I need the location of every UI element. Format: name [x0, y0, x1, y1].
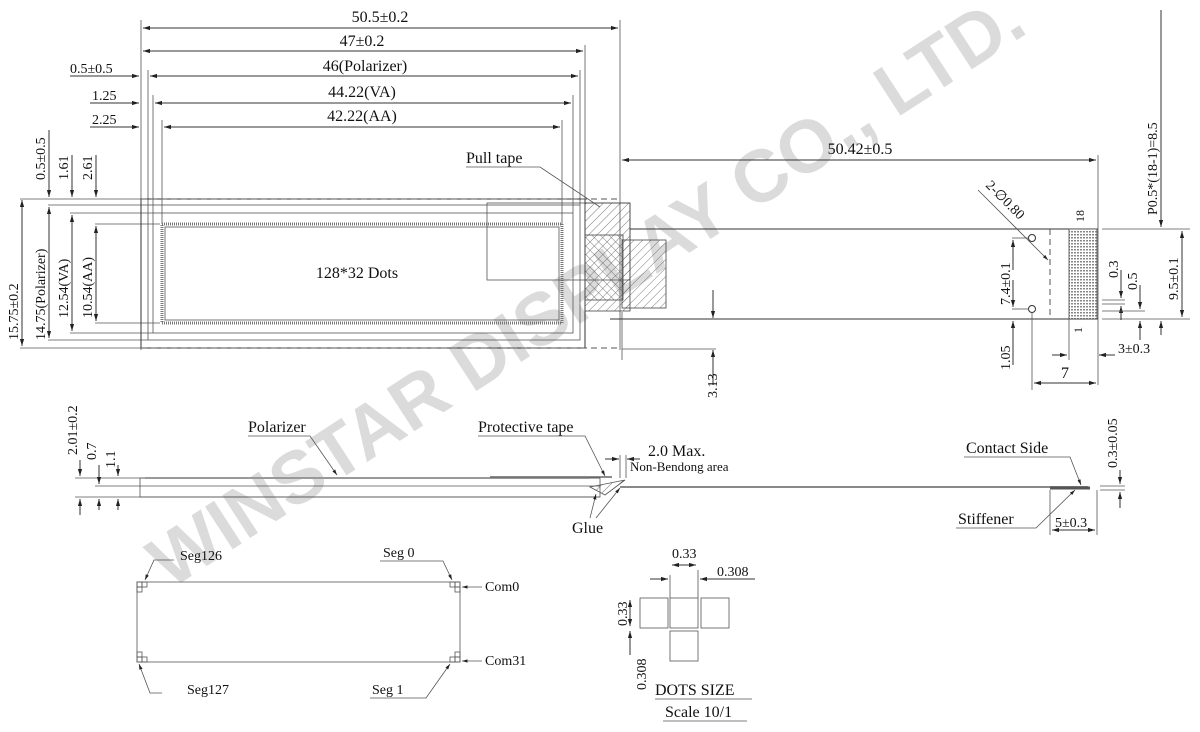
polarizer-outline — [147, 204, 581, 341]
stiffener-label: Stiffener — [958, 511, 1014, 528]
offset-polarizer: 0.5±0.5 — [70, 62, 113, 77]
protective-tape-label: Protective tape — [478, 419, 574, 436]
stiffener-length: 5±0.3 — [1055, 516, 1087, 531]
locating-hole — [1028, 234, 1036, 242]
dot-width: 0.33 — [672, 547, 697, 562]
dim-aa-width: 42.22(AA) — [327, 108, 397, 125]
dots-size-scale: Scale 10/1 — [665, 704, 732, 721]
dim-polarizer-width: 46(Polarizer) — [323, 58, 407, 75]
top-view: 50.5±0.2 47±0.2 46(Polarizer) 0.5±0.5 44… — [7, 9, 1190, 398]
contact-side-label: Contact Side — [966, 440, 1048, 457]
dots-size-title: DOTS SIZE — [655, 682, 735, 699]
height-overall: 15.75±0.2 — [7, 283, 22, 340]
dots-size-detail: 0.33 0.308 0.33 0.308 DOTS SIZE Scale 10… — [616, 547, 755, 722]
aa-outline — [160, 222, 564, 325]
seg0-label: Seg 0 — [383, 546, 415, 561]
contact-length: 3±0.3 — [1118, 342, 1150, 357]
com31-label: Com31 — [485, 654, 526, 669]
fpc-length: 50.42±0.5 — [828, 141, 893, 158]
va-outline — [152, 212, 574, 334]
non-bending-area: Non-Bendong area — [630, 459, 729, 474]
hole-offset: 1.05 — [999, 346, 1014, 371]
height-polarizer: 14.75(Polarizer) — [34, 248, 49, 340]
dim-overall-width: 50.5±0.2 — [352, 9, 409, 26]
glass-07: 0.7 — [85, 443, 100, 461]
pin-pitch-formula: P0.5*(18-1)=8.5 — [1146, 122, 1161, 215]
fpc-width: 9.5±0.1 — [1167, 257, 1182, 300]
seg1-label: Seg 1 — [372, 683, 404, 698]
dot-height: 0.33 — [616, 602, 631, 627]
pin-last: 18 — [1073, 210, 1087, 222]
dots-label: 128*32 Dots — [316, 265, 398, 282]
seg127-label: Seg127 — [187, 683, 229, 698]
seg126-label: Seg126 — [180, 549, 222, 564]
v-offset-polarizer: 0.5±0.5 — [34, 137, 49, 180]
total-thickness: 2.01±0.2 — [66, 405, 81, 455]
com0-label: Com0 — [485, 580, 519, 595]
stiffener-hatch — [621, 239, 667, 309]
pin-first: 1 — [1071, 327, 1085, 333]
v-offset-aa: 2.61 — [81, 156, 96, 181]
hole-spacing: 7.4±0.1 — [999, 262, 1014, 305]
dim-glass-width: 47±0.2 — [340, 33, 385, 50]
fpc-contact-pins — [1068, 228, 1098, 320]
dim-va-width: 44.22(VA) — [328, 84, 396, 101]
dot-gap-width: 0.308 — [717, 565, 749, 580]
fpc-offset: 3.13 — [706, 374, 721, 399]
offset-aa: 2.25 — [92, 113, 117, 128]
v-offset-va: 1.61 — [57, 156, 72, 181]
offset-va: 1.25 — [92, 89, 117, 104]
pixel-map: Seg126 Seg 0 Com0 Com31 Seg127 Seg 1 — [136, 546, 526, 699]
pull-tape-label: Pull tape — [466, 150, 522, 167]
pixel-map-outline — [136, 581, 461, 663]
side-view: 2.01±0.2 0.7 1.1 Polarizer Protective ta… — [66, 405, 1125, 537]
polarizer-label: Polarizer — [248, 419, 306, 436]
pin-width: 0.3 — [1107, 261, 1122, 279]
height-va: 12.54(VA) — [57, 258, 72, 318]
fpc-thickness: 0.3±0.05 — [1106, 418, 1121, 468]
locating-hole — [1028, 305, 1036, 313]
dot-gap-height: 0.308 — [635, 659, 650, 691]
glass-11: 1.1 — [104, 451, 119, 469]
height-aa: 10.54(AA) — [81, 257, 96, 318]
glue-label: Glue — [572, 520, 603, 537]
hole-to-end: 7 — [1061, 365, 1069, 382]
bend-max: 2.0 Max. — [648, 443, 705, 460]
pin-pitch: 0.5 — [1126, 273, 1141, 291]
